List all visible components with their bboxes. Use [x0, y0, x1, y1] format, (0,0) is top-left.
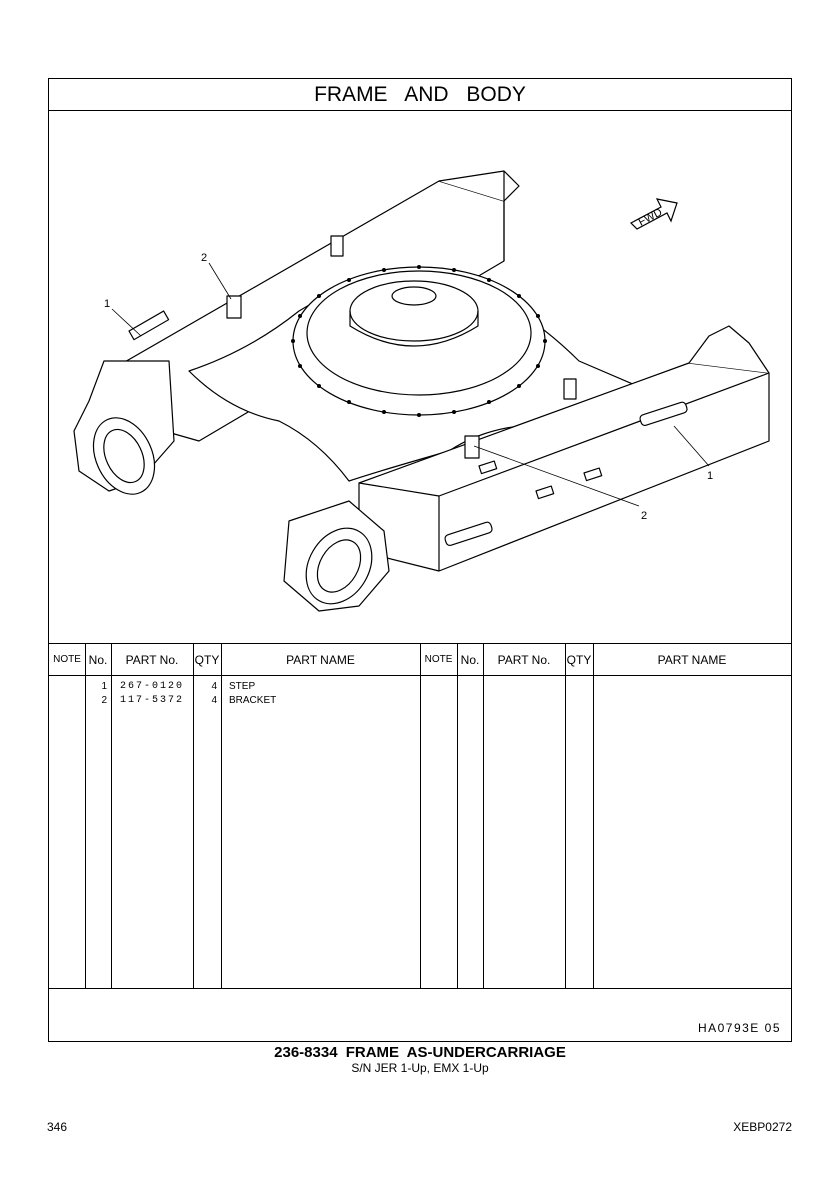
header-note: NOTE	[49, 644, 85, 676]
row-2-part-name: BRACKET	[229, 695, 277, 706]
parts-table: NOTE No. PART No. QTY PART NAME NOTE No.…	[49, 643, 791, 989]
header-part-no-2: PART No.	[483, 644, 565, 676]
row-1-part-name: STEP	[229, 681, 256, 692]
callout-2-upper: 2	[201, 252, 207, 264]
header-qty: QTY	[193, 644, 221, 676]
row-2-part-no: 117-5372	[119, 695, 184, 706]
callout-1-right: 1	[707, 470, 713, 482]
serial-range: S/N JER 1-Up, EMX 1-Up	[351, 1061, 489, 1075]
row-1-no: 1	[101, 681, 107, 692]
callout-1-left: 1	[104, 298, 110, 310]
row-2-qty: 4	[211, 695, 217, 706]
row-2-no: 2	[101, 695, 107, 706]
document-code: XEBP0272	[733, 1120, 792, 1134]
page-number: 346	[47, 1120, 68, 1134]
header-part-name-2: PART NAME	[593, 644, 791, 676]
row-1-part-no: 267-0120	[119, 681, 184, 692]
fwd-arrow-icon: FWD	[630, 198, 678, 230]
exploded-drawing: FWD 1 2 1 2	[49, 111, 791, 643]
callout-2-lower: 2	[641, 510, 647, 522]
row-1-qty: 4	[211, 681, 217, 692]
header-qty-2: QTY	[565, 644, 593, 676]
undercarriage-frame-illustration: FWD 1 2 1 2	[73, 170, 770, 612]
bearing-bolt-holes	[291, 265, 547, 417]
header-part-no: PART No.	[111, 644, 193, 676]
header-part-name: PART NAME	[221, 644, 420, 676]
header-no: No.	[85, 644, 111, 676]
assembly-caption: 236-8334 FRAME AS-UNDERCARRIAGE	[274, 1044, 566, 1061]
illustration-reference: HA0793E 05	[697, 1021, 781, 1035]
header-no-2: No.	[457, 644, 483, 676]
fwd-label: FWD	[637, 206, 665, 228]
parts-sheet: FRAME AND BODY	[48, 78, 792, 1042]
header-note-2: NOTE	[420, 644, 457, 676]
page-title: FRAME AND BODY	[49, 79, 791, 111]
